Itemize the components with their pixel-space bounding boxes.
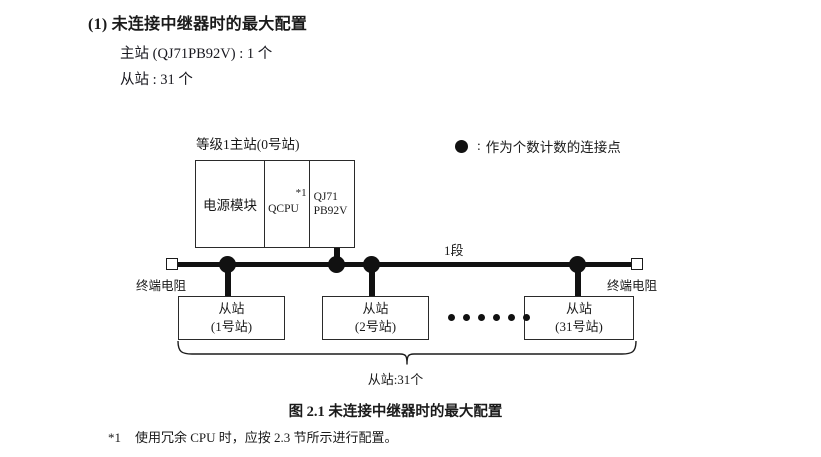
figure-caption: 图 2.1 未连接中继器时的最大配置 xyxy=(288,404,503,420)
ellipsis-dot xyxy=(478,314,485,321)
trunk-bus-line xyxy=(175,262,633,267)
legend: : 作为个数计数的连接点 xyxy=(455,136,621,156)
legend-colon: : xyxy=(477,138,481,153)
segment-label: 1段 xyxy=(444,243,464,258)
footnote: *1 使用冗余 CPU 时，应按 2.3 节所示进行配置。 xyxy=(108,427,398,446)
slave-box-1: 从站 (1号站) xyxy=(178,296,285,340)
terminator-right-label: 终端电阻 xyxy=(607,279,658,293)
cpu-module-label: QCPU xyxy=(268,203,299,215)
slave-count-caption: 从站:31个 xyxy=(367,372,424,387)
figure-caption-wrap: 图 2.1 未连接中继器时的最大配置 xyxy=(0,400,821,421)
slave-2-name: 从站 xyxy=(362,301,389,317)
terminator-right-icon xyxy=(631,258,643,270)
filled-circle-icon xyxy=(455,139,468,153)
slave-2-drop-line xyxy=(369,264,375,296)
power-module-cell: 电源模块 xyxy=(196,161,266,247)
ellipsis-dot xyxy=(463,314,470,321)
connection-node-slave-1 xyxy=(219,256,236,273)
slave-1-name: 从站 xyxy=(218,301,245,317)
section-number: (1) xyxy=(88,16,108,33)
slave-2-station: (2号站) xyxy=(354,319,397,334)
slave-count-caption-wrap: 从站:31个 xyxy=(0,369,821,388)
cpu-footnote-mark: *1 xyxy=(295,187,307,199)
power-module-label: 电源模块 xyxy=(203,198,258,213)
ellipsis-dot xyxy=(508,314,515,321)
connection-node-slave-2 xyxy=(363,256,380,273)
slave-group-brace xyxy=(172,340,642,367)
slave-box-31: 从站 (31号站) xyxy=(524,296,634,340)
section-line-master: 主站 (QJ71PB92V) : 1 个 xyxy=(120,46,273,62)
footnote-text: 使用冗余 CPU 时，应按 2.3 节所示进行配置。 xyxy=(135,430,398,445)
ellipsis-dot xyxy=(493,314,500,321)
slave-box-2: 从站 (2号站) xyxy=(322,296,429,340)
network-module-line1: QJ71 xyxy=(313,191,338,203)
slave-31-name: 从站 xyxy=(565,301,592,317)
master-station-label: 等级1主站(0号站) xyxy=(196,137,300,152)
slave-1-drop-line xyxy=(225,264,231,296)
ellipsis-dot xyxy=(448,314,455,321)
network-module-line2: PB92V xyxy=(313,205,348,218)
brace-shape-icon xyxy=(177,340,637,365)
cpu-module-cell: *1 QCPU xyxy=(265,161,310,247)
ellipsis-dot xyxy=(523,314,530,321)
connection-node-slave-31 xyxy=(569,256,586,273)
slave-1-station: (1号站) xyxy=(210,319,253,334)
footnote-mark: *1 xyxy=(108,430,121,445)
connection-node-master xyxy=(328,256,345,273)
terminator-left-label: 终端电阻 xyxy=(136,279,187,293)
section-line-slave: 从站 : 31 个 xyxy=(120,72,193,88)
section-title-text: 未连接中继器时的最大配置 xyxy=(111,16,308,33)
ellipsis-dots xyxy=(448,314,530,321)
section-heading: (1)未连接中继器时的最大配置 xyxy=(88,10,307,34)
terminator-left-icon xyxy=(166,258,178,270)
slave-31-drop-line xyxy=(575,264,581,296)
slave-31-station: (31号站) xyxy=(555,319,603,334)
legend-label: 作为个数计数的连接点 xyxy=(485,140,621,155)
